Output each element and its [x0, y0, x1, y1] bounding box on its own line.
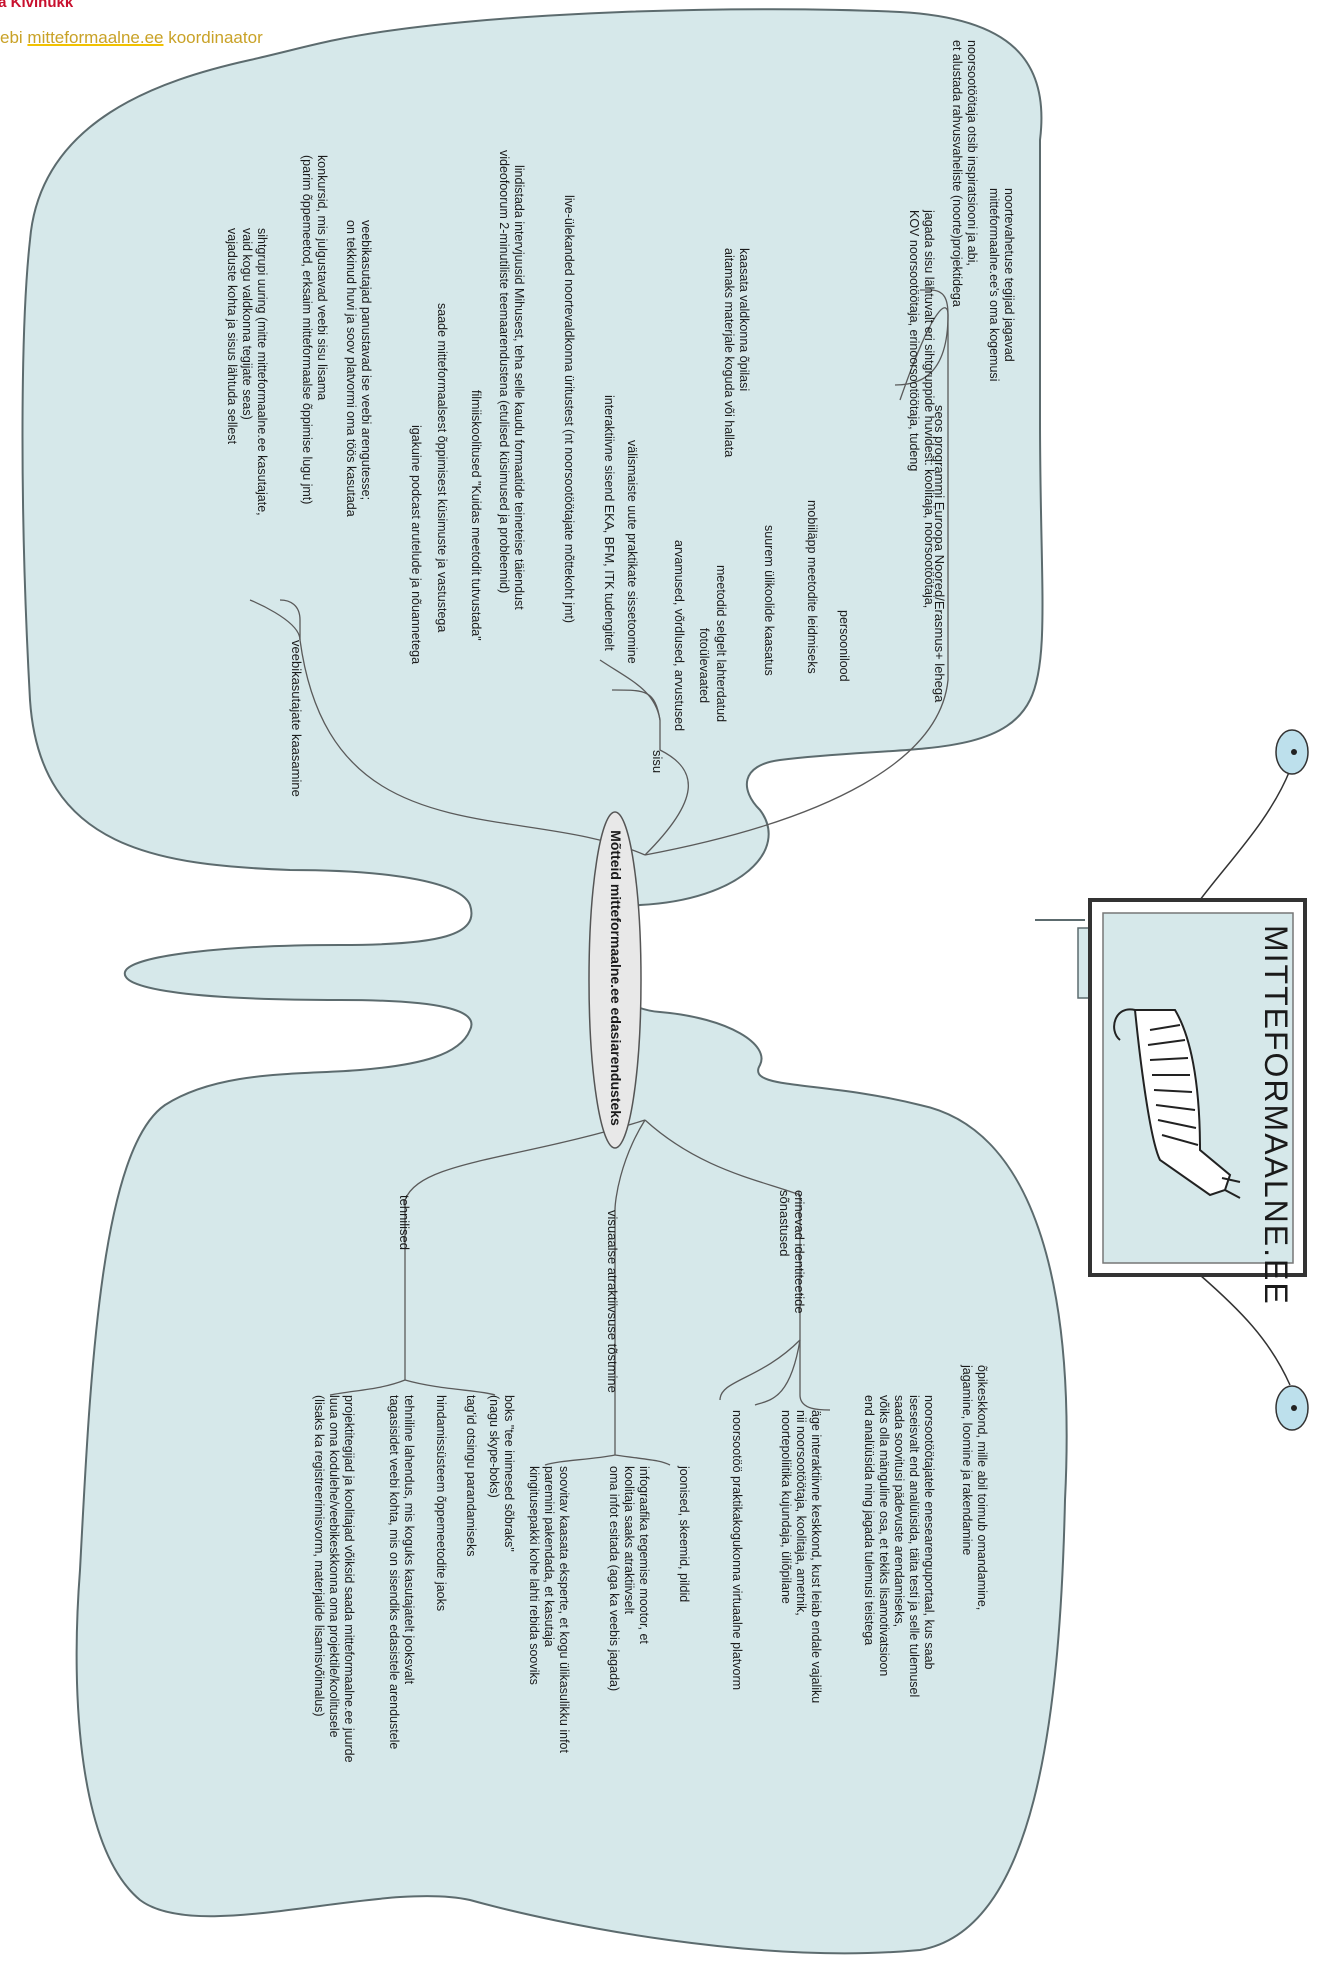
identiteedid-item: iseseisvalt end analüüsida, täita testi …: [907, 1395, 921, 1697]
tehnilised-item: (nagu skype-boks): [487, 1395, 501, 1498]
seos-item: et alustada rahvusvaheliste (noorte)proj…: [950, 40, 964, 307]
identiteedid-item: saada soovitusi pädevuste arendamiseks,: [892, 1395, 906, 1627]
identiteedid-item: noorsootöö praktikakogukonna virtuaalne …: [730, 1410, 744, 1690]
branch-label-identiteedid: erinevad identiteetide: [792, 1190, 807, 1314]
zebra-icon: [1113, 1008, 1241, 1199]
branch-label-identiteedid-2: sõnastused: [777, 1190, 792, 1257]
tehnilised-item: hindamissüsteem õppemeetodite jaoks: [434, 1395, 448, 1611]
seos-item: jagada sisu lähtuvalt eri sihtgruppide h…: [922, 209, 936, 608]
visuaalne-item: koolitaja saaks atraktiivselt: [622, 1466, 636, 1615]
tehnilised-item: tehniline lahendus, mis koguks kasutajat…: [402, 1395, 416, 1685]
visuaalne-item: soovitav kaasata eksperte, et kogu ülika…: [557, 1466, 571, 1753]
tehnilised-item: projektitegijad ja koolitajad võiksid sa…: [342, 1395, 356, 1763]
identiteedid-item: õpikeskkond, mille abil toimub omandamin…: [975, 1365, 989, 1610]
identiteedid-items: õpikeskkond, mille abil toimub omandamin…: [730, 1364, 989, 1703]
seos-items: noortevahetuse tegijad jagavad mitteform…: [907, 40, 1016, 608]
sisu-item: igakuine podcast arutelude ja nõuanneteg…: [409, 425, 423, 664]
author-name: ia Kivinukk: [0, 0, 74, 11]
sisu-item: lindistada intervjuusid Mihusest, teha s…: [512, 165, 526, 610]
branch-label-sisu: sisu: [650, 750, 665, 773]
sisu-item: mobiiläpp meetodite leidmiseks: [805, 500, 819, 674]
sisu-item: aitamaks materjale koguda või hallata: [722, 248, 736, 457]
visuaalne-items: joonised, skeemid, pildid infograafika t…: [527, 1465, 691, 1753]
site-link[interactable]: mitteformaalne.ee: [27, 28, 164, 47]
author-role: ebi mitteformaalne.ee koordinaator: [0, 28, 263, 48]
branch-label-seos: seos programmi Euroopa Noored/Erasmus+ l…: [932, 405, 947, 703]
sisu-item: live-ülekanded noortevaldkonna üritustes…: [562, 195, 576, 623]
identiteedid-item: noortepoliitika kujundaja, üliõpilane: [779, 1410, 793, 1604]
logo-text: MITTEFORMAALNE.EE: [1258, 925, 1294, 1306]
seos-item: mitteformaalne.ee's oma kogemusi: [987, 188, 1001, 381]
sisu-item: fotoülevaated: [697, 628, 711, 703]
butterfly-shape: [21, 8, 1068, 1955]
visuaalne-item: oma infot esitada (aga ka veebis jagada): [607, 1466, 621, 1691]
kaasamine-item: sihtgrupi uuring (mitte mitteformaalne.e…: [255, 228, 269, 516]
sisu-item: meetodid selgelt lahterdatud: [714, 565, 728, 722]
tehnilised-items: boks "tee inimesed sõbraks" (nagu skype-…: [312, 1395, 516, 1763]
sisu-item: persoonilood: [837, 610, 851, 682]
visuaalne-item: joonised, skeemid, pildid: [677, 1465, 691, 1602]
branch-label-kaasamine: veebikasutajate kaasamine: [289, 640, 304, 797]
visuaalne-item: kingitusepakki kohe lahti rebida sooviks: [527, 1466, 541, 1685]
central-node: [588, 811, 642, 1149]
role-prefix: ebi: [0, 28, 28, 47]
kaasamine-item: konkursid, mis julgustavad veebi sisu li…: [315, 155, 329, 400]
tehnilised-item: tag'id otsingu parandamiseks: [464, 1395, 478, 1557]
branch-label-visuaalne: visuaalse atraktiivsuse tõstmine: [605, 1210, 620, 1393]
tehnilised-item: luua oma kodulehe/veebikeskkonna oma pro…: [327, 1395, 341, 1738]
kaasamine-item: veebikasutajad panustavad ise veebi aren…: [359, 220, 373, 500]
branch-label-tehnilised: tehnilised: [397, 1195, 412, 1250]
connector-lines: [249, 289, 949, 856]
kaasamine-item: vaid kogu valdkonna tegijate seas): [240, 228, 254, 420]
kaasamine-item: on tekkinud huvi ja soov platvormi oma t…: [344, 220, 358, 517]
identiteedid-item: äge interaktiivne keskkond, kust leiab e…: [809, 1410, 823, 1703]
identiteedid-item: noorsootöötajatele enesearenguportaal, k…: [922, 1395, 936, 1670]
tehnilised-item: (lisaks ka registreerimisvorm, materjali…: [312, 1395, 326, 1717]
sisu-item: kaasata valdkonna õpilasi: [737, 248, 751, 391]
sisu-item: saade mitteformaalsest õppimisest küsimu…: [435, 303, 449, 632]
kaasamine-items: veebikasutajad panustavad ise veebi aren…: [225, 155, 373, 517]
visuaalne-item: paremini pakendada, et kasutaja: [542, 1466, 556, 1647]
identiteedid-item: end analüüsida ning jagada tulemusi teis…: [862, 1395, 876, 1645]
sisu-item: välismaiste uute praktikate sissetoomine: [625, 440, 639, 664]
sisu-item: arvamused, võrdlused, arvustused: [672, 540, 686, 731]
sisu-item: suurem ülikoolide kaasatus: [762, 525, 776, 676]
tehnilised-item: boks "tee inimesed sõbraks": [502, 1395, 516, 1552]
kaasamine-item: vajaduste kohta ja sisus lähtuda sellest: [225, 228, 239, 445]
identiteedid-item: nii noorsootöötaja, koolitaja, ametnik,: [794, 1410, 808, 1616]
sisu-items: persoonilood mobiiläpp meetodite leidmis…: [409, 150, 851, 731]
tehnilised-item: tagasisidet veebi kohta, mis on sisendik…: [387, 1395, 401, 1749]
seos-item: noorsootöötaja otsib inspiratsiooni ja a…: [965, 40, 979, 266]
central-title: Mõtteid mitteformaalne.ee edasiarenduste…: [608, 830, 624, 1126]
kaasamine-item: (parim õppemeetod, erksaim mitteformaals…: [300, 155, 314, 504]
connector-lines-lower: [329, 1119, 831, 1466]
role-suffix: koordinaator: [163, 28, 263, 47]
sisu-item: videofoorum 2-minutiliste teemaarenduste…: [497, 150, 511, 593]
identiteedid-item: jagamine, loomine ja rakendamine: [960, 1364, 974, 1555]
sisu-item: interaktiivne sisend EKA, BFM, ITK tuden…: [602, 395, 616, 651]
visuaalne-item: infograafika tegemise mootor, et: [637, 1466, 651, 1644]
sisu-item: filmiiskoolitused "Kuidas meetodit tutvu…: [469, 390, 483, 641]
seos-item: noortevahetuse tegijad jagavad: [1002, 188, 1016, 362]
identiteedid-item: võiks olla mänguline osa, et tekiks lisa…: [877, 1395, 891, 1676]
logo-sign: MITTEFORMAALNE.EE: [1035, 729, 1309, 1431]
seos-item: KOV noorsootöötaja, erinoorsootöötaja, t…: [907, 210, 921, 471]
